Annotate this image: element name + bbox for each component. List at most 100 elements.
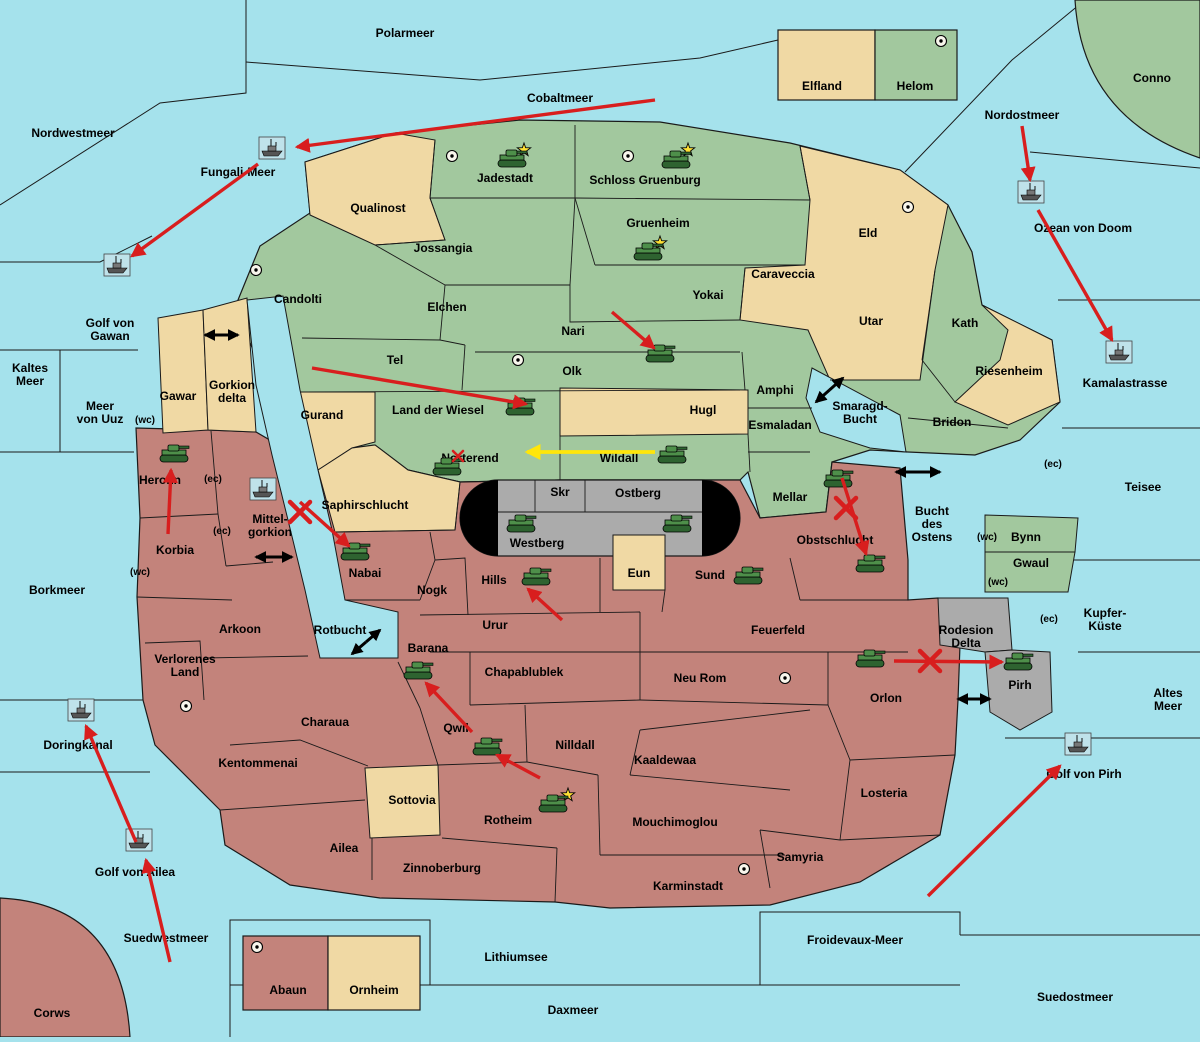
territory-label-korbia: Korbia [156,543,194,557]
territory-riesenheim[interactable] [954,304,1061,426]
tank-unit[interactable] [645,344,676,363]
tank-tracks [505,407,535,416]
link-arrow [365,628,382,644]
sea-label-doringkanal: Doringkanal [43,738,112,752]
battle-x-stroke [833,495,859,521]
territory-border-line [759,829,771,889]
tank-tracks [432,467,462,476]
tank-unit[interactable] [432,457,463,476]
tank-unit[interactable] [159,444,190,463]
territory-label-losteria: Losteria [861,786,908,800]
territory-label-ailea: Ailea [330,841,359,855]
tank-unit[interactable] [733,566,764,585]
tank-unit[interactable] [403,661,434,680]
territory-pirh[interactable] [984,649,1053,731]
ship-unit[interactable] [67,698,95,722]
battle-x-stroke [451,449,465,463]
tank-unit[interactable] [497,149,528,168]
tank-barrel [652,243,664,247]
tank-barrel [178,445,190,449]
territory-elfland[interactable] [777,29,876,101]
territory-gorkion-delta[interactable] [202,297,257,433]
territory-label-karminstadt: Karminstadt [653,879,723,893]
tank-tracks [538,804,568,813]
territory-label-charaua: Charaua [301,715,349,729]
territory-border-line [574,197,811,201]
landmass-south[interactable] [135,427,961,909]
territory-border-line [524,704,528,763]
tank-unit[interactable] [661,150,692,169]
tank-tracks [633,252,663,261]
territory-sottovia[interactable] [364,764,441,839]
territory-label-obstschlucht: Obstschlucht [797,533,874,547]
territory-corws[interactable] [0,897,131,1038]
sea-label-daxmeer: Daxmeer [548,1003,599,1017]
territory-label-mouchimoglou: Mouchimoglou [632,815,717,829]
tank-tracks [521,577,551,586]
territory-label-eld: Eld [859,226,878,240]
tank-unit[interactable] [538,794,569,813]
territory-hugl[interactable] [559,387,749,437]
tank-turret [1011,652,1024,660]
ship-superstructure [76,707,86,714]
tank-unit[interactable] [472,737,503,756]
territory-eun[interactable] [612,534,666,591]
ship-unit[interactable] [103,253,131,277]
city-marker-dot [783,676,787,680]
crossing-label: (wc) [977,532,997,543]
city-marker-dot [516,358,520,362]
territory-label-nogk: Nogk [417,583,447,597]
layer-markers [179,34,948,954]
territory-border-line [334,529,456,533]
territory-border-line [217,513,227,567]
tank-barrel [842,470,854,474]
tank-unit[interactable] [855,649,886,668]
region-central-ridge[interactable] [459,479,741,557]
layer-borders [136,125,1009,903]
tank-unit[interactable] [855,554,886,573]
territory-label-bridon: Bridon [933,415,972,429]
ship-unit[interactable] [1105,340,1133,364]
territory-label-bynn: Bynn [1011,530,1041,544]
tank-unit[interactable] [506,514,537,533]
ship-superstructure [1073,741,1083,748]
territory-border-line [759,829,841,841]
territory-gwaul[interactable] [984,551,1076,593]
ship-unit[interactable] [1064,732,1092,756]
territory-ornheim[interactable] [327,935,421,1011]
tank-unit[interactable] [521,567,552,586]
territory-gawar[interactable] [157,309,209,434]
city-marker [934,34,948,48]
ship-unit[interactable] [258,136,286,160]
tank-turret [167,444,180,452]
ship-unit[interactable] [1017,180,1045,204]
territory-label-caraveccia: Caraveccia [751,267,815,281]
sea-label-lithiumsee: Lithiumsee [484,950,548,964]
crossing-label: (ec) [1044,459,1062,470]
territory-border-line [574,197,596,266]
tank-unit[interactable] [633,242,664,261]
tank-barrel [680,151,692,155]
ship-unit[interactable] [125,828,153,852]
sea-label-nordwestmeer: Nordwestmeer [31,126,115,140]
attack-arrow [893,654,1005,670]
tank-unit[interactable] [657,445,688,464]
tank-unit[interactable] [340,542,371,561]
tank-barrel [525,515,537,519]
tank-tracks [855,659,885,668]
territory-conno[interactable] [1074,0,1200,159]
tank-unit[interactable] [823,469,854,488]
ship-unit[interactable] [249,477,277,501]
territory-border-line [429,139,436,199]
territory-eld-caraveccia-utar[interactable] [739,145,949,381]
sea-border-line [1029,151,1200,169]
layer-labels: PolarmeerCobaltmeerNordwestmeerNordostme… [12,26,1183,1020]
tank-turret [411,661,424,669]
tank-unit[interactable] [662,514,693,533]
territory-border-line [741,351,746,391]
sea-label-fungali-meer: Fungali-Meer [201,165,276,179]
territory-border-line [219,799,366,811]
